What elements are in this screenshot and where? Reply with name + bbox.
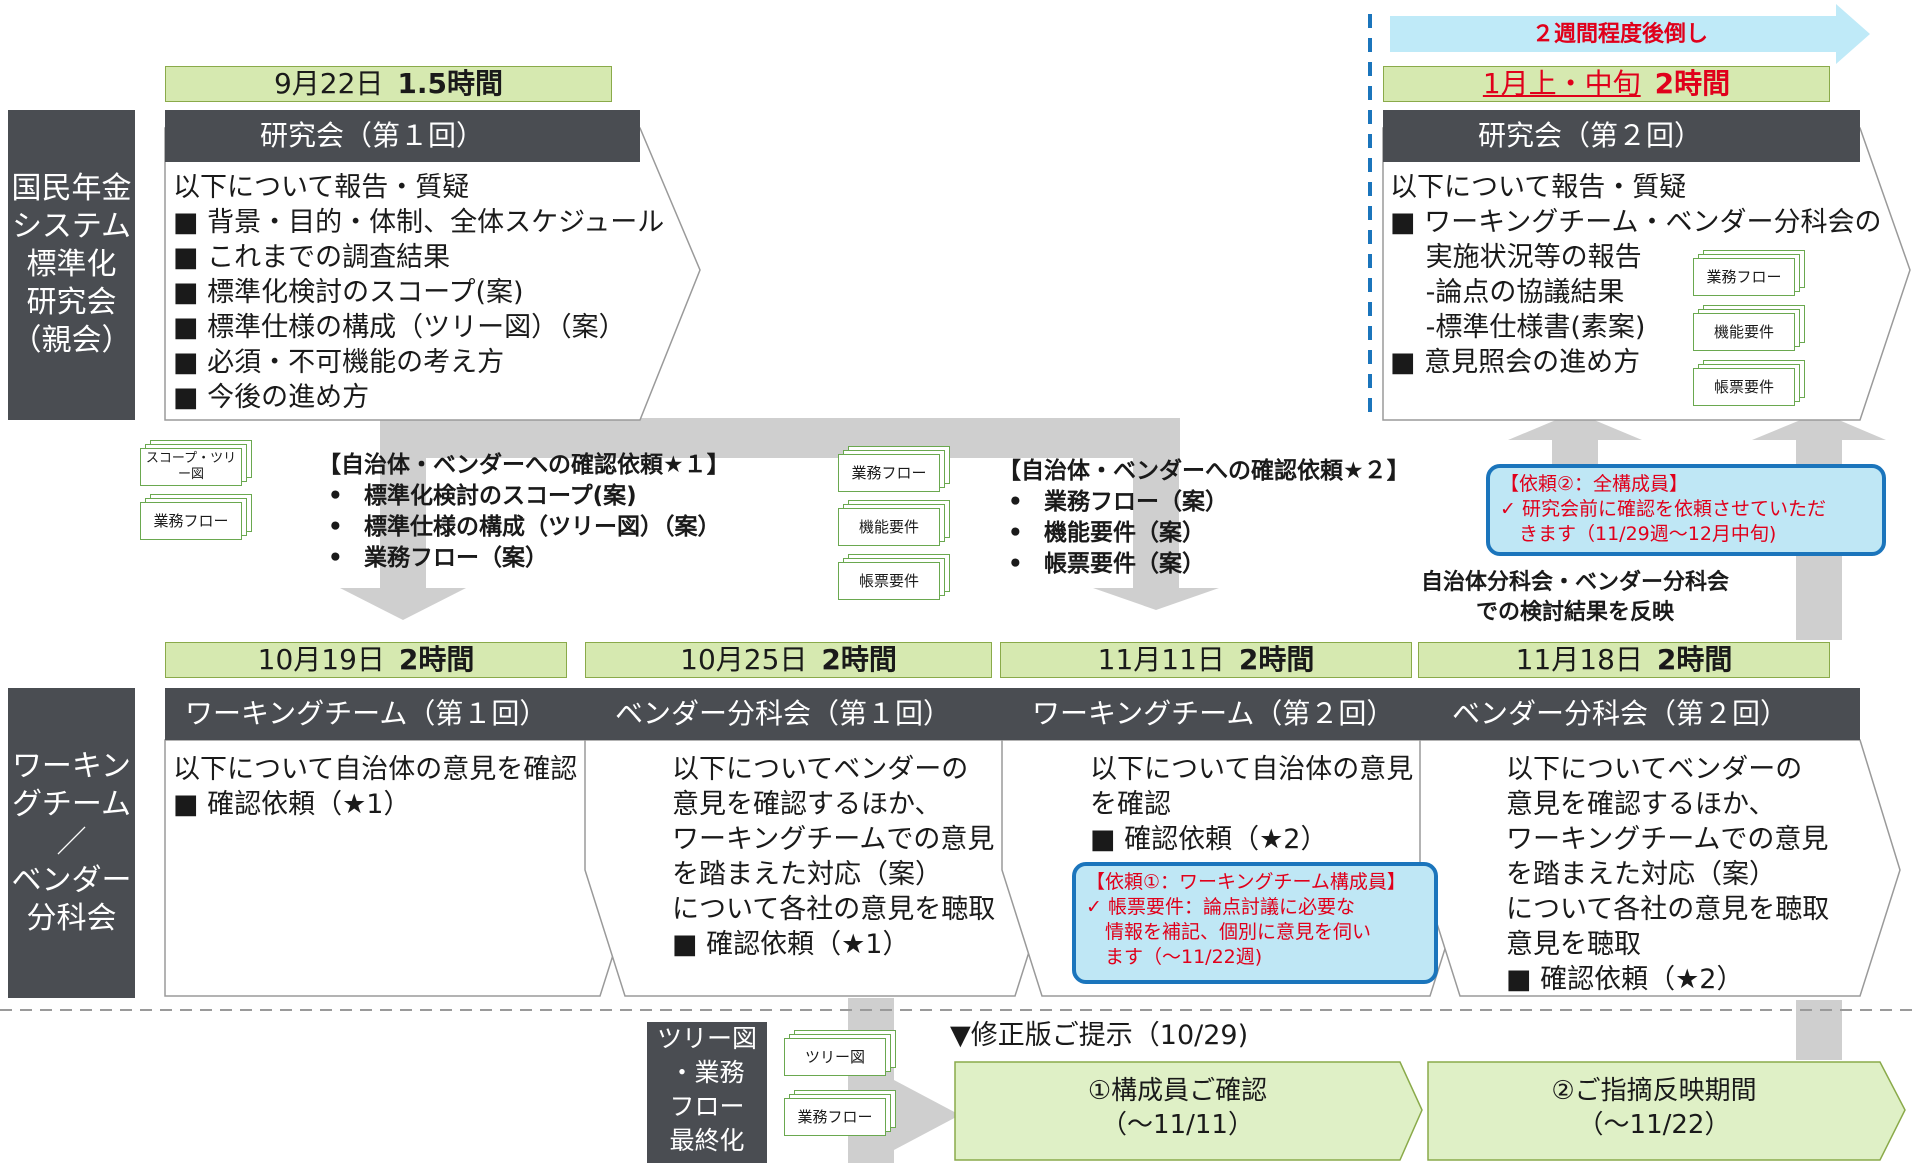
doc-icon-scope-tree: スコープ・ツリー図: [140, 440, 256, 486]
sidebar-parent-line: 研究会: [26, 285, 117, 320]
sidebar-working-line: グチーム: [11, 787, 132, 822]
session4-title: ベンダー分科会（第２回）: [1420, 688, 1860, 740]
doc-icon-function-requirements: 機能要件: [838, 500, 954, 546]
meeting1-title: 研究会（第１回）: [165, 110, 640, 162]
sidebar-parent-line: （親会）: [11, 323, 132, 358]
session3-title: ワーキングチーム（第２回）: [1002, 688, 1430, 740]
meeting1-body: 以下について報告・質疑 ■ 背景・目的・体制、全体スケジュール ■ これまでの調…: [173, 172, 665, 413]
doc-icon-form-requirements: 帳票要件: [838, 554, 954, 600]
session1-body: 以下について自治体の意見を確認 ■ 確認依頼（★1）: [173, 754, 578, 820]
sidebar-working-line: ワーキン: [11, 749, 132, 784]
doc-icon-function-requirements: 機能要件: [1693, 305, 1809, 351]
doc-icon-business-flow: 業務フロー: [838, 446, 954, 492]
meeting2-title: 研究会（第２回）: [1383, 110, 1860, 162]
sidebar-parent-line: 標準化: [26, 247, 117, 282]
session2-title: ベンダー分科会（第１回）: [585, 688, 1015, 740]
sidebar-parent-line: システム: [11, 209, 132, 244]
request2-list: 【自治体・ベンダーへの確認依頼★２】 業務フロー（案） 機能要件（案） 帳票要件…: [998, 456, 1410, 580]
session3-body: 以下について自治体の意見 を確認 ■ 確認依頼（★2）: [1090, 754, 1414, 855]
reflect-note: 自治体分科会・ベンダー分科会 での検討結果を反映: [1420, 570, 1729, 625]
sidebar-working-line: ／: [56, 825, 87, 860]
phase-feedback-reflection: ②ご指摘反映期間 （〜11/22）: [1551, 1076, 1757, 1140]
sidebar-working-line: ベンダー: [11, 863, 132, 898]
doc-icon-tree: ツリー図: [784, 1030, 900, 1076]
doc-icon-form-requirements: 帳票要件: [1693, 360, 1809, 406]
doc-icon-business-flow: 業務フロー: [784, 1090, 900, 1136]
session2-body: 以下についてベンダーの 意見を確認するほか、 ワーキングチームでの意見 を踏まえ…: [672, 754, 996, 960]
session4-body: 以下についてベンダーの 意見を確認するほか、 ワーキングチームでの意見 を踏まえ…: [1506, 754, 1830, 995]
revision-note: ▼修正版ご提示（10/29): [950, 1020, 1249, 1051]
session1-title: ワーキングチーム（第１回）: [165, 688, 600, 740]
doc-icon-business-flow: 業務フロー: [1693, 250, 1809, 296]
request1-list: 【自治体・ベンダーへの確認依頼★１】 標準化検討のスコープ(案) 標準仕様の構成…: [318, 450, 730, 574]
callout-request-all-members: 【依頼②：全構成員】 ✓ 研究会前に確認を依頼させていただ きます（11/29週…: [1486, 464, 1886, 556]
sidebar-parent-line: 国民年金: [11, 171, 132, 206]
sidebar-working-line: 分科会: [26, 901, 117, 936]
callout-request-working-team: 【依頼①：ワーキングチーム構成員】 ✓ 帳票要件：論点討議に必要な 情報を補記、…: [1072, 862, 1438, 984]
delay-arrow-label: ２週間程度後倒し: [1531, 22, 1708, 47]
meeting2-body: 以下について報告・質疑 ■ ワーキングチーム・ベンダー分科会の 実施状況等の報告…: [1390, 172, 1882, 378]
sidebar-working-team: ワーキン グチーム ／ ベンダー 分科会: [8, 688, 135, 998]
sidebar-parent-committee: 国民年金 システム 標準化 研究会 （親会）: [8, 110, 135, 420]
phase-member-check: ①構成員ご確認 （〜11/11）: [1087, 1076, 1268, 1140]
doc-icon-business-flow: 業務フロー: [140, 494, 256, 540]
finalize-label: ツリー図 ・業務 フロー 最終化: [656, 1024, 757, 1155]
